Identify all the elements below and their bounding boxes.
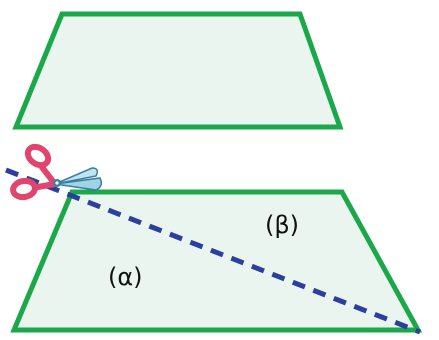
label-beta: (β) (265, 211, 299, 239)
cut-line (5, 167, 421, 335)
scissors-icon (10, 143, 103, 201)
top-trapezoid (12, 11, 344, 130)
label-alpha: (α) (108, 263, 143, 291)
